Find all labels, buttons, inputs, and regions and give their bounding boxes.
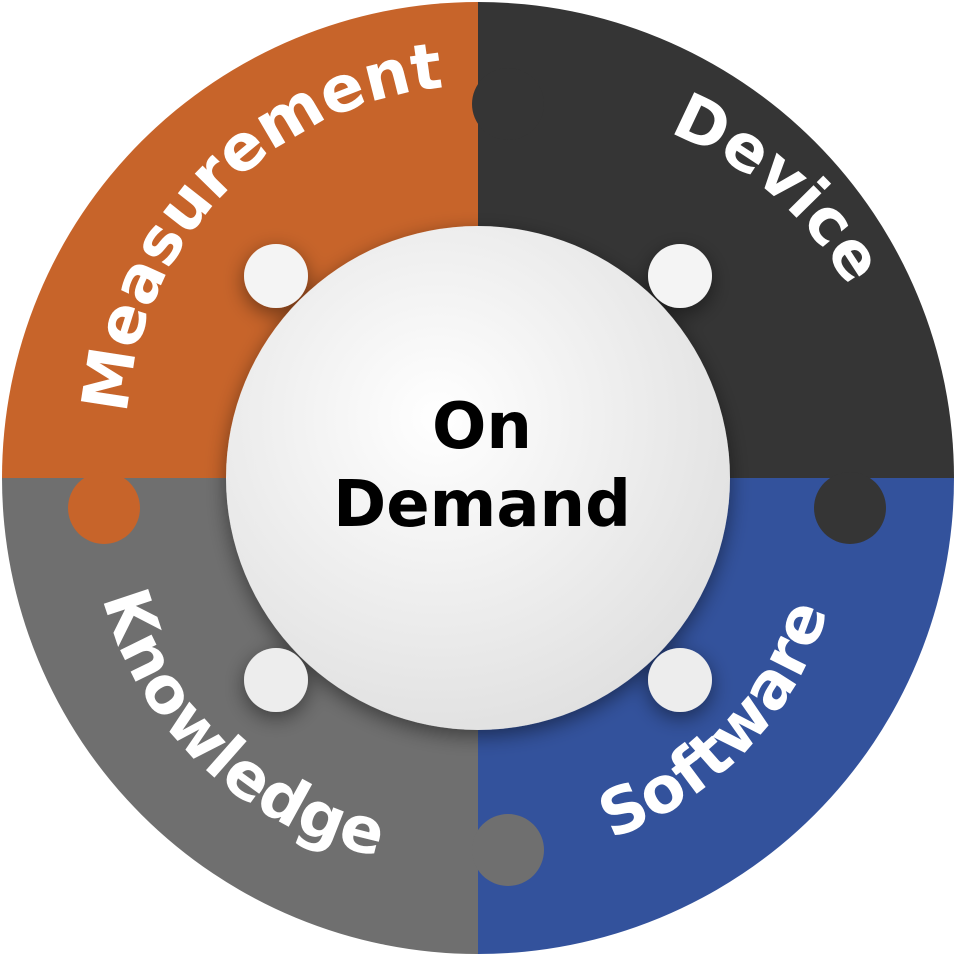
hub-tab-top-right <box>648 244 712 308</box>
hub-tab-bottom-right <box>648 648 712 712</box>
puzzle-tab-bottom <box>472 814 544 886</box>
center-hub <box>226 226 730 730</box>
puzzle-tab-left <box>68 472 140 544</box>
center-title-line-2: Demand <box>333 468 631 542</box>
center-title-line-1: On <box>432 390 532 464</box>
hub-tab-top-left <box>244 244 308 308</box>
puzzle-tab-right <box>814 472 886 544</box>
puzzle-tab-top <box>472 68 544 140</box>
hub-tab-bottom-left <box>244 648 308 712</box>
